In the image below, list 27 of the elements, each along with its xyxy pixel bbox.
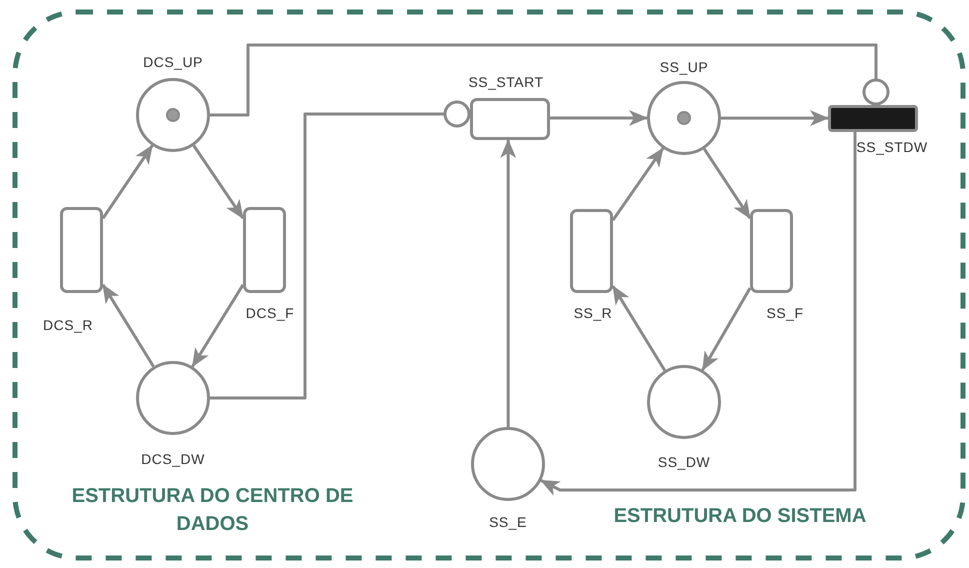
- arrow: [612, 148, 664, 221]
- node-label: SS_UP: [660, 59, 708, 75]
- arrow: [550, 110, 648, 126]
- arrow: [612, 285, 666, 372]
- arrow: [102, 144, 154, 220]
- node-label: SS_DW: [658, 454, 710, 470]
- node-label: DCS_DW: [141, 451, 205, 467]
- arrow: [721, 110, 829, 126]
- node-label: SS_R: [574, 305, 612, 321]
- region-label: ESTRUTURA DO SISTEMA: [612, 504, 868, 529]
- arrow: [540, 132, 856, 496]
- node-label: DCS_R: [43, 317, 93, 333]
- region-label: ESTRUTURA DO CENTRO DE DADOS: [70, 484, 354, 537]
- node-label: SS_STDW: [856, 139, 928, 155]
- node-label: SS_F: [766, 305, 804, 321]
- node-label: DCS_F: [246, 305, 294, 321]
- arrow: [701, 287, 752, 371]
- arrow: [500, 139, 516, 427]
- arrow: [703, 148, 752, 220]
- arrow: [192, 144, 244, 220]
- arrow: [102, 284, 155, 368]
- node-label: DCS_UP: [143, 54, 203, 70]
- arrow: [191, 284, 244, 368]
- inhibitor-arc: [210, 44, 890, 116]
- inhibitor-arc: [210, 100, 470, 400]
- node-label: SS_E: [489, 514, 527, 530]
- node-label: SS_START: [468, 74, 544, 90]
